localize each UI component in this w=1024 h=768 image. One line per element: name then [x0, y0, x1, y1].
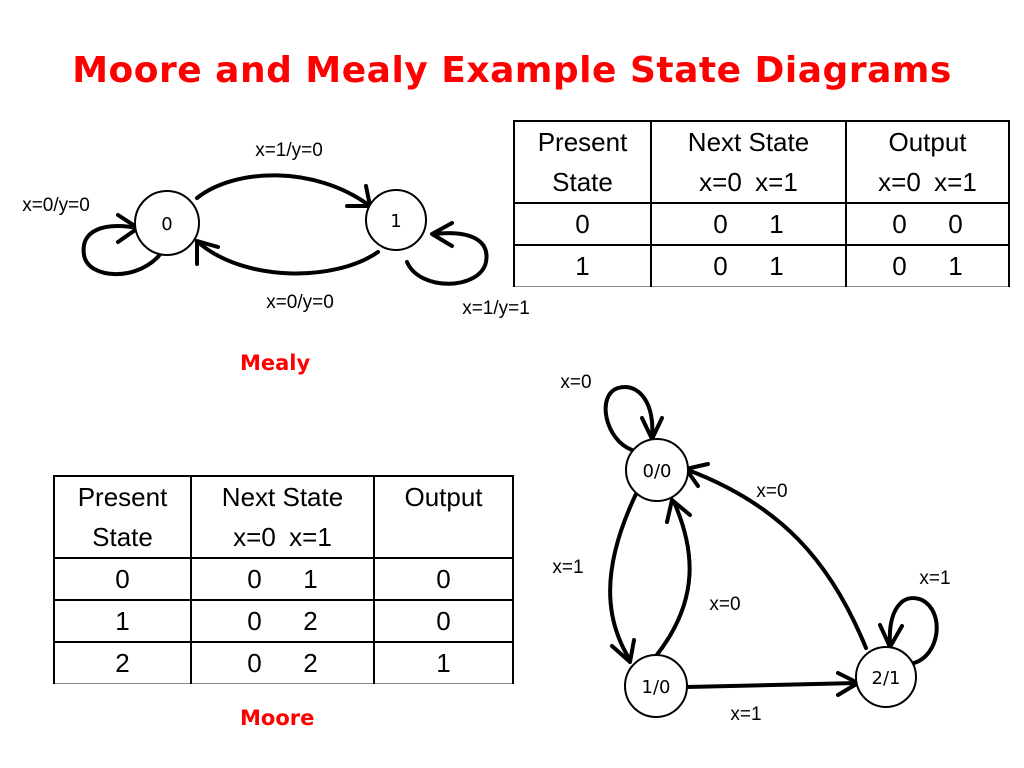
moore-self-loop-0: [603, 385, 655, 452]
moore-label-2-to-0: x=0: [756, 481, 787, 502]
mealy-label-0-to-1: x=1/y=0: [255, 140, 323, 161]
moore-state-2: [855, 646, 917, 708]
mealy-state-0: [134, 190, 200, 256]
moore-self-loop-2: [887, 596, 939, 665]
mealy-diagram: 0 1 x=1/y=0 x=0/y=0 x=0/y=0 x=1/y=1: [22, 140, 530, 319]
mealy-label-self-0: x=0/y=0: [22, 195, 90, 216]
mealy-self-loop-1: [405, 231, 489, 286]
moore-state-2-label: 2/1: [872, 668, 901, 689]
moore-edge-2-to-0: [686, 468, 868, 650]
moore-state-1-label: 1/0: [642, 677, 671, 698]
mealy-self-loop-0: [81, 224, 164, 276]
mealy-label-1-to-0: x=0/y=0: [266, 292, 334, 313]
present-state-header: Present State: [54, 475, 192, 559]
mealy-state-1: [365, 189, 427, 251]
moore-edge-0-to-1: [608, 492, 638, 662]
mealy-label-self-1: x=1/y=1: [462, 298, 530, 319]
mealy-edge-0-to-1: [195, 173, 372, 208]
page-title: Moore and Mealy Example State Diagrams: [72, 50, 952, 91]
moore-label-1-to-0: x=0: [709, 594, 740, 615]
moore-label-1-to-2: x=1: [730, 704, 761, 725]
moore-state-0-label: 0/0: [643, 461, 672, 482]
mealy-state-0-label: 0: [161, 214, 172, 235]
moore-state-1: [624, 654, 688, 718]
mealy-state-1-label: 1: [390, 211, 401, 232]
moore-state-0: [625, 438, 689, 502]
moore-edge-1-to-2: [685, 681, 859, 689]
moore-label-self-2: x=1: [919, 568, 950, 589]
present-state-header: Present State: [514, 120, 652, 204]
moore-diagram: 0/0 1/0 2/1 x=0 x=0 x=1 x=0 x=1 x=1: [552, 372, 950, 725]
output-header: Output: [374, 475, 514, 559]
moore-label-self-0: x=0: [560, 372, 591, 393]
moore-label-0-to-1: x=1: [552, 557, 583, 578]
mealy-caption: Mealy: [240, 351, 311, 375]
moore-caption: Moore: [240, 706, 315, 730]
moore-edge-1-to-0: [654, 500, 692, 658]
mealy-edge-1-to-0: [197, 241, 380, 276]
